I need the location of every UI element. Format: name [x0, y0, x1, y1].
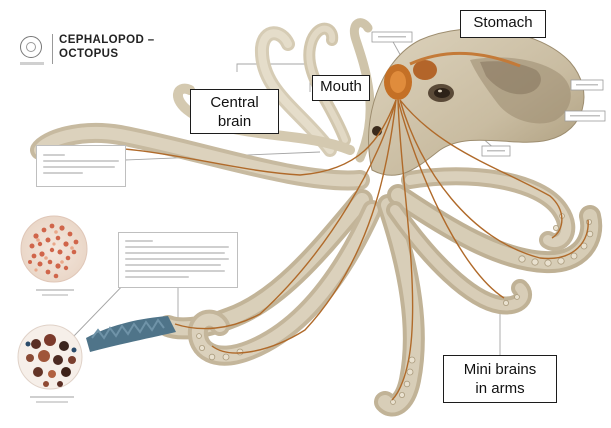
diagram-title: CEPHALOPOD – OCTOPUS: [59, 33, 155, 61]
title-divider: [52, 34, 53, 64]
title-line-2: OCTOPUS: [59, 47, 155, 61]
note-line: [125, 258, 229, 260]
note-line: [125, 264, 221, 266]
note-line: [43, 172, 83, 174]
small-tag-top: [372, 32, 412, 42]
gill-tissue: [86, 316, 176, 352]
title-line-1: CEPHALOPOD –: [59, 33, 155, 47]
small-tag-right-2: [565, 111, 605, 121]
caption-bottom-circle: [30, 396, 74, 403]
stomach-label: Stomach: [460, 10, 546, 38]
central-brain-label-line-1: Central: [191, 93, 278, 112]
stomach-organ: [413, 60, 437, 80]
small-tag-right-3: [482, 146, 510, 156]
small-tag-right-1: [571, 80, 603, 90]
mini-brains-label: Mini brains in arms: [443, 355, 557, 403]
octopus-eye: [428, 84, 454, 102]
stomach-label-text: Stomach: [473, 14, 532, 31]
note-line: [125, 270, 225, 272]
publisher-logo-caption: [20, 62, 44, 65]
mouth-label-text: Mouth: [320, 78, 362, 95]
publisher-logo-icon: [20, 36, 42, 58]
central-brain-label-line-2: brain: [191, 112, 278, 131]
central-brain-label: Central brain: [190, 89, 279, 134]
note-box-middle-left: [118, 232, 238, 288]
caption-top-circle: [36, 289, 74, 296]
mini-brains-label-line-1: Mini brains: [444, 360, 556, 379]
mouth-label: Mouth: [312, 75, 370, 101]
note-line: [125, 240, 153, 242]
note-line: [125, 276, 189, 278]
note-line: [43, 160, 119, 162]
note-box-upper-left: [36, 145, 126, 187]
note-line: [43, 166, 115, 168]
note-line: [43, 154, 65, 156]
note-line: [125, 246, 229, 248]
note-line: [125, 252, 225, 254]
mini-brains-label-line-2: in arms: [444, 379, 556, 398]
